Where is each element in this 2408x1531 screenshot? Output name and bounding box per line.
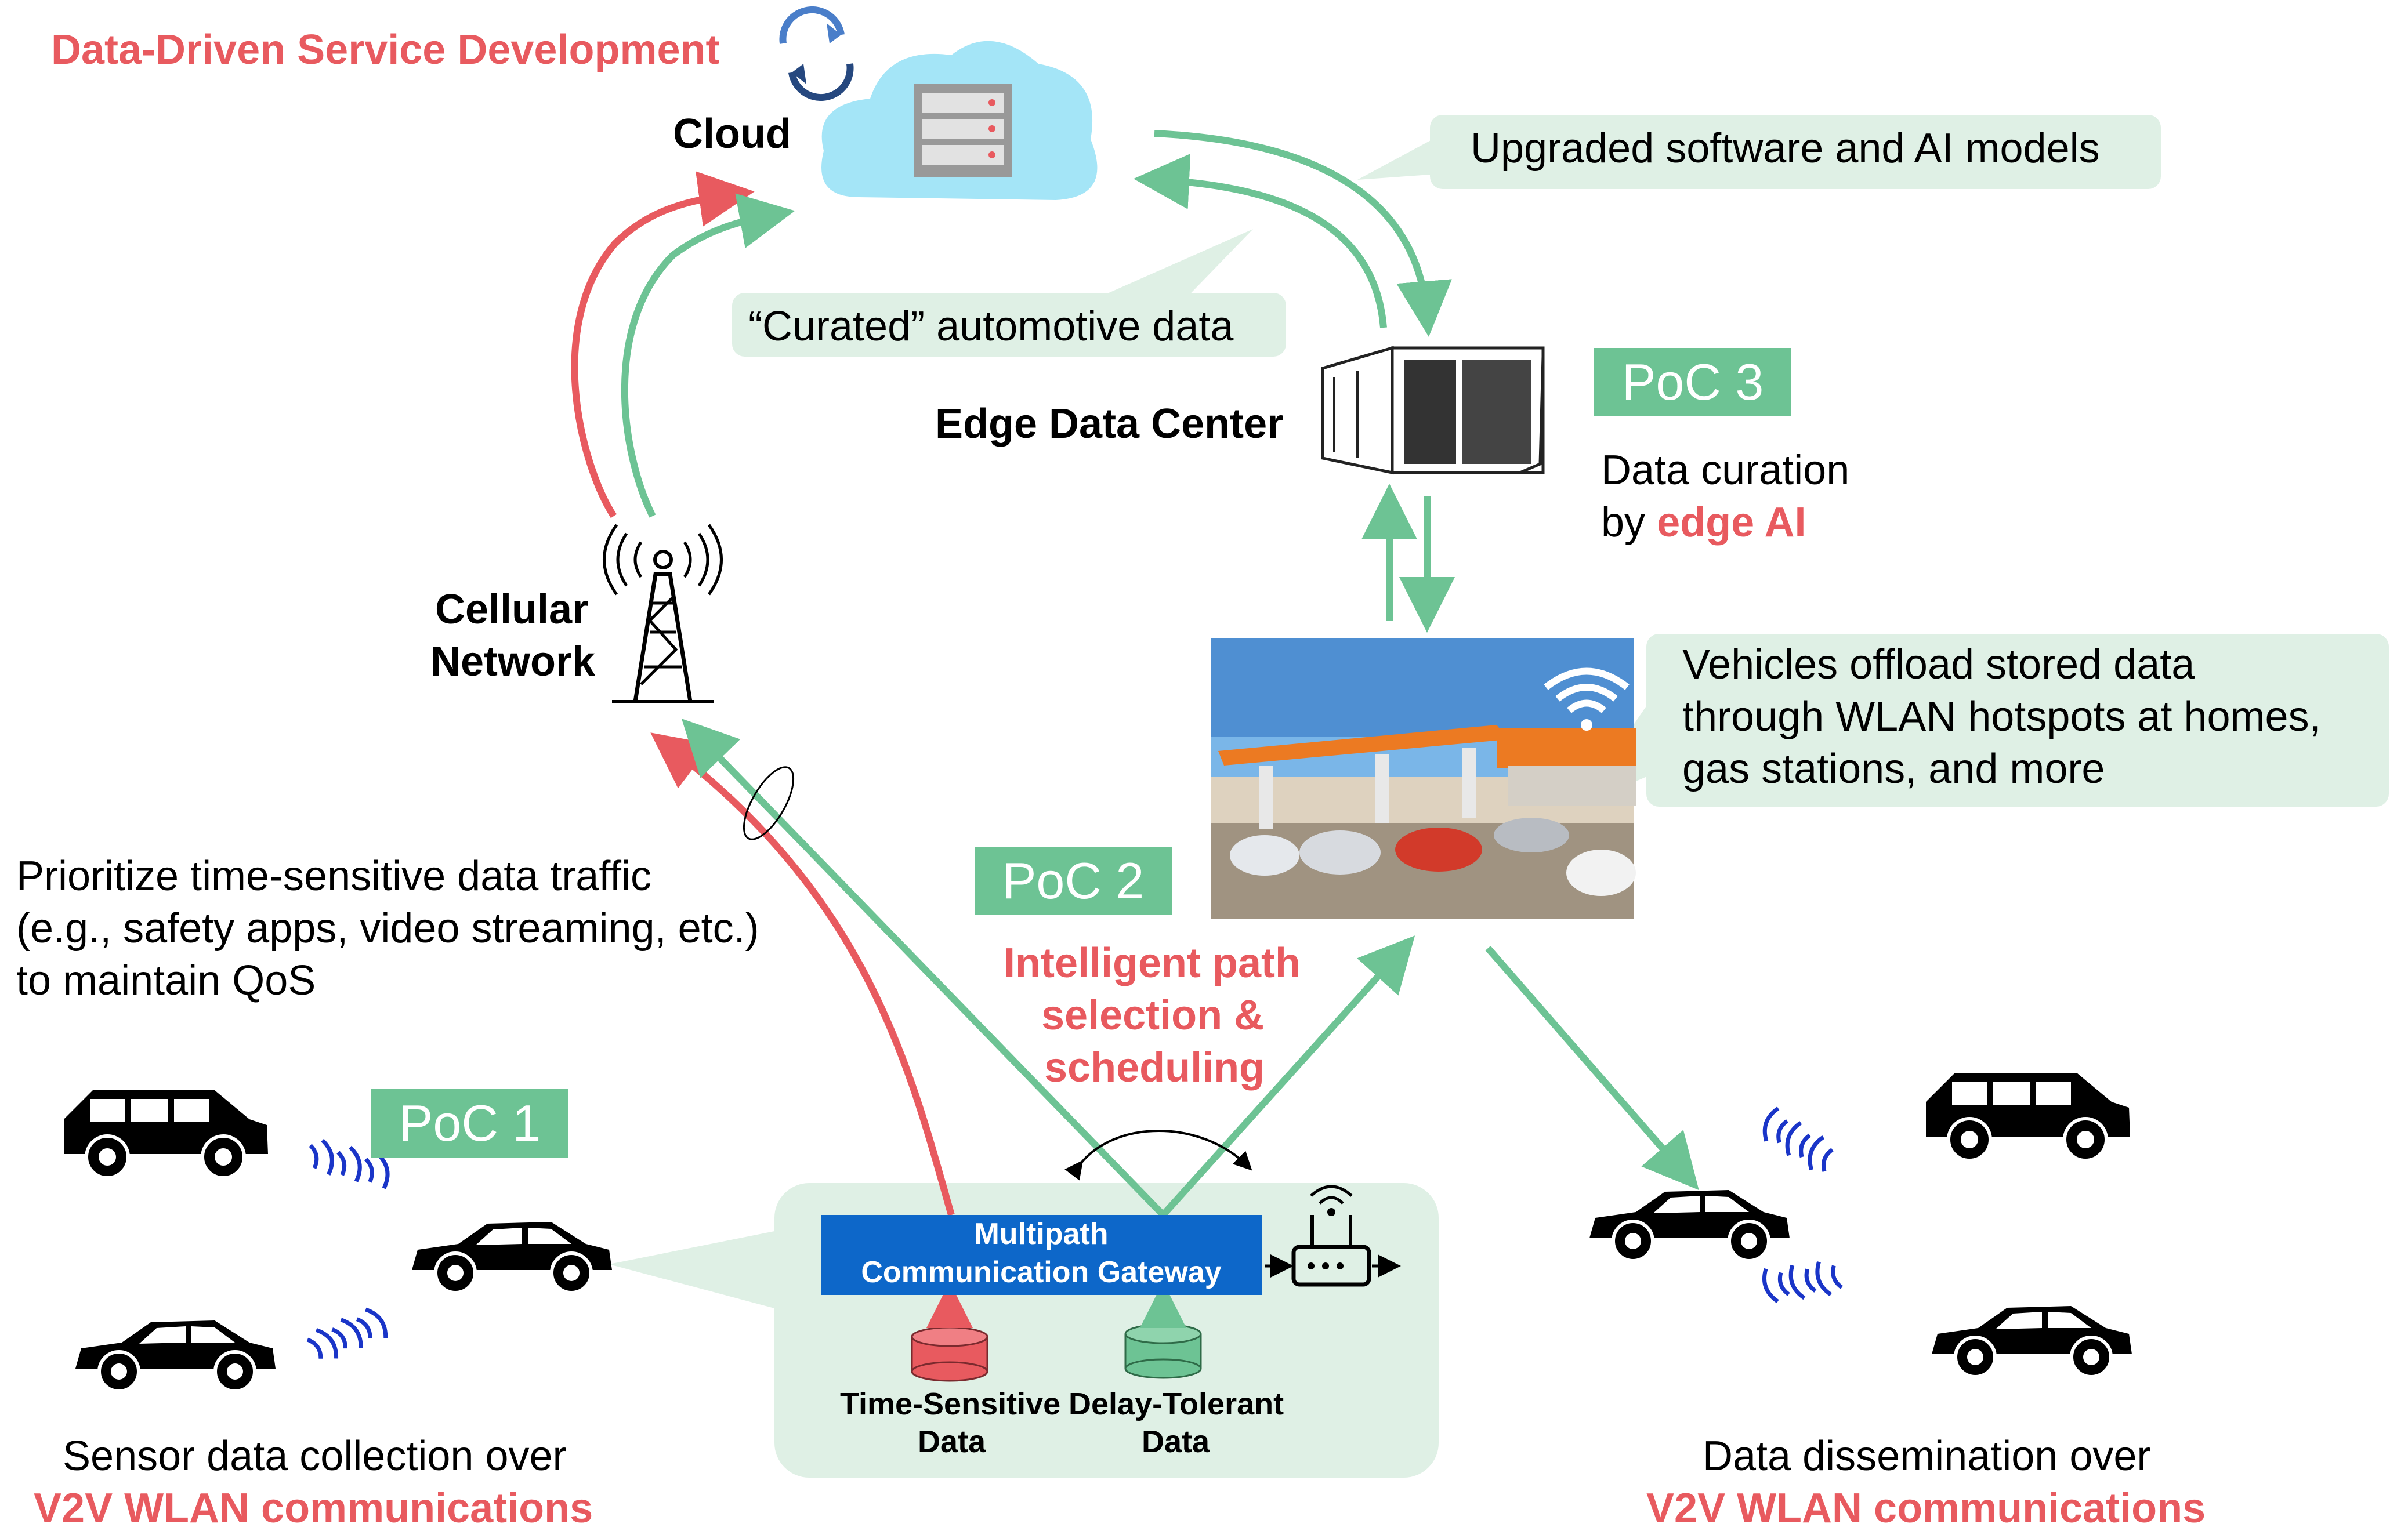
cloud-label: Cloud bbox=[673, 111, 791, 157]
delay-tolerant-database-icon bbox=[1124, 1323, 1202, 1379]
car-icon bbox=[1589, 1190, 1790, 1261]
time-sensitive-database-icon bbox=[911, 1326, 988, 1382]
cellular-to-cloud-green-arrow bbox=[621, 193, 795, 518]
cellular-label-line1: Cellular bbox=[435, 586, 589, 633]
cloud-server-icon bbox=[821, 41, 1098, 201]
bottom-left-line2: V2V WLAN communications bbox=[34, 1485, 593, 1531]
poc2-desc-line3: scheduling bbox=[1044, 1044, 1265, 1091]
wireless-wave-icon bbox=[1760, 1247, 1843, 1315]
suv-icon bbox=[64, 1090, 268, 1178]
poc3-badge: PoC 3 bbox=[1594, 348, 1791, 416]
station-to-vehicles-arrow bbox=[1485, 946, 1699, 1191]
poc3-desc-by: by bbox=[1601, 499, 1646, 546]
bottom-right-line1: Data dissemination over bbox=[1703, 1433, 2151, 1479]
offload-callout-line1: Vehicles offload stored data bbox=[1682, 641, 2195, 688]
path-switch-arrow bbox=[1064, 1130, 1252, 1181]
cell-tower-icon bbox=[603, 524, 723, 703]
sync-icon bbox=[779, 6, 854, 101]
cellular-label-line2: Network bbox=[430, 638, 596, 685]
poc1-badge: PoC 1 bbox=[371, 1089, 568, 1158]
poc2-desc-line1: Intelligent path bbox=[1004, 940, 1301, 986]
bottom-right-line2: V2V WLAN communications bbox=[1646, 1485, 2206, 1531]
cloud-to-edge-arrow bbox=[1154, 130, 1452, 337]
gas-station-photo bbox=[1211, 638, 1636, 919]
poc3-desc-highlight: edge AI bbox=[1657, 499, 1806, 546]
car-icon bbox=[1932, 1306, 2132, 1377]
bottom-left-line1: Sensor data collection over bbox=[63, 1433, 567, 1479]
offload-callout-line2: through WLAN hotspots at homes, bbox=[1682, 694, 2321, 740]
ts-data-label-line1: Time-Sensitive bbox=[840, 1387, 1061, 1421]
edge-to-cloud-arrow bbox=[1134, 153, 1387, 328]
gateway-callout-pointer bbox=[609, 1229, 783, 1311]
curated-callout bbox=[732, 293, 1286, 357]
poc2-badge: PoC 2 bbox=[975, 847, 1172, 915]
car-icon bbox=[412, 1222, 612, 1293]
wifi-icon bbox=[1544, 667, 1630, 731]
prioritize-line2: (e.g., safety apps, video streaming, etc… bbox=[16, 905, 759, 952]
wireless-wave-icon bbox=[306, 1296, 391, 1375]
page-title: Data-Driven Service Development bbox=[51, 27, 720, 73]
dt-data-label-line1: Delay-Tolerant bbox=[1069, 1387, 1284, 1421]
prioritize-line1: Prioritize time-sensitive data traffic bbox=[16, 853, 652, 899]
multipath-gateway-box: Multipath Communication Gateway bbox=[821, 1215, 1262, 1295]
gateway-to-cellular-red-arrow bbox=[650, 732, 955, 1216]
car-icon bbox=[75, 1320, 276, 1391]
upgraded-callout-text: Upgraded software and AI models bbox=[1471, 125, 2100, 172]
gateway-to-cellular-green-arrow bbox=[681, 719, 1166, 1218]
edge-dc-label: Edge Data Center bbox=[935, 401, 1284, 447]
suv-icon bbox=[1926, 1073, 2130, 1160]
poc2-desc-line2: selection & bbox=[1041, 992, 1265, 1039]
gateway-label-line2: Communication Gateway bbox=[861, 1256, 1222, 1289]
prioritize-line3: to maintain QoS bbox=[16, 957, 316, 1004]
upgraded-callout-pointer bbox=[1357, 139, 1439, 180]
dt-data-label-line2: Data bbox=[1142, 1424, 1210, 1459]
poc3-desc-line1: Data curation bbox=[1601, 447, 1850, 494]
upgraded-callout bbox=[1430, 115, 2161, 189]
offload-callout bbox=[1646, 634, 2389, 807]
offload-callout-line3: gas stations, and more bbox=[1682, 746, 2105, 792]
ts-data-label-line2: Data bbox=[918, 1424, 986, 1459]
edge-data-center-icon bbox=[1321, 346, 1545, 475]
gateway-label-line1: Multipath bbox=[974, 1217, 1109, 1251]
cellular-to-cloud-red-arrow bbox=[571, 171, 755, 518]
poc3-desc-line2: by edge AI bbox=[1601, 499, 1806, 546]
router-icon bbox=[1291, 1185, 1371, 1287]
rotation-indicator bbox=[743, 766, 795, 840]
curated-callout-text: “Curated” automotive data bbox=[748, 303, 1234, 350]
wireless-wave-icon bbox=[1757, 1106, 1840, 1174]
